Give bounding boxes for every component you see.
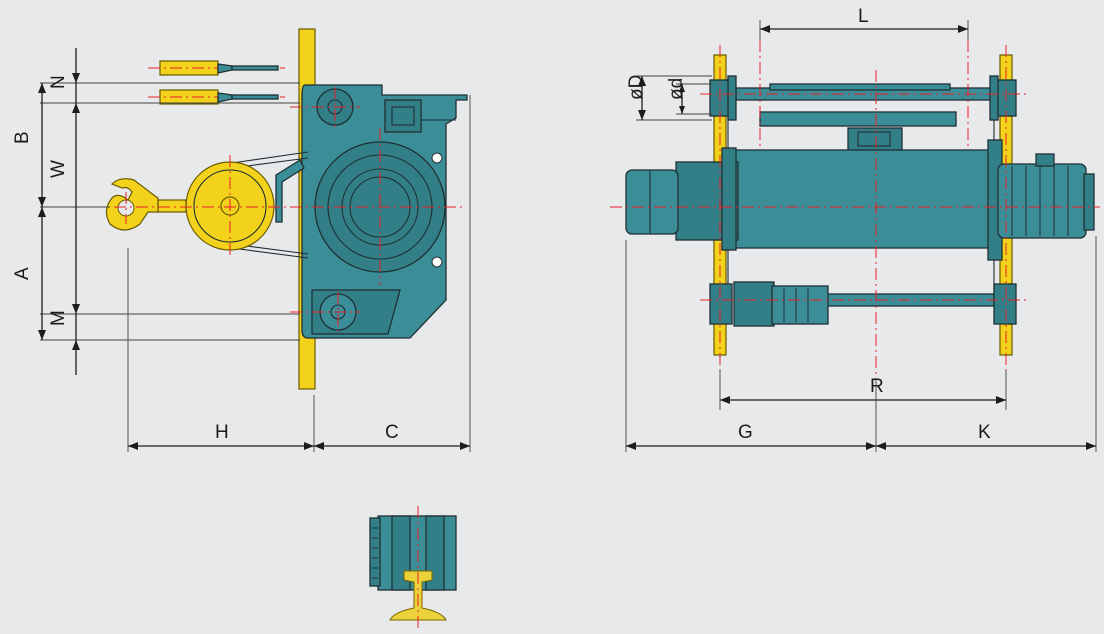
dim-label-R: R [870, 376, 884, 397]
rail-section-detail [369, 506, 457, 629]
control-box [384, 99, 422, 133]
trolley-wheel-bottom [148, 89, 285, 105]
front-view: L øD ød R G K [610, 6, 1100, 452]
dim-label-B: B [12, 131, 33, 144]
dim-label-L: L [858, 6, 869, 27]
dim-label-A: A [12, 267, 33, 280]
dim-label-M: M [48, 310, 69, 326]
side-view: N B W A M H C [12, 28, 471, 452]
hoist-motor [997, 163, 1087, 239]
gear-motor [625, 169, 679, 235]
dim-label-K: K [978, 422, 991, 443]
dim-label-d: ød [666, 78, 687, 100]
dim-label-G: G [738, 422, 753, 443]
dim-label-N: N [48, 75, 69, 89]
travel-motor [771, 285, 829, 325]
drum-body [733, 149, 997, 249]
trolley-wheel-top [148, 60, 285, 76]
dim-label-D: øD [626, 75, 647, 100]
dim-label-H: H [215, 422, 229, 443]
dim-label-W: W [48, 160, 69, 178]
dim-label-C: C [385, 422, 399, 443]
